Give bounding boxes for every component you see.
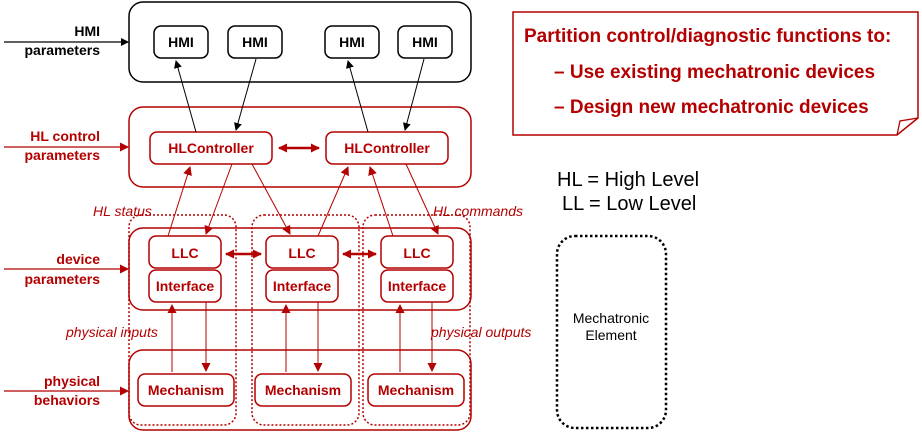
left-labels: HMI parameters HL control parameters dev…: [4, 23, 129, 408]
callout: Partition control/diagnostic functions t…: [512, 11, 919, 136]
hlcontroller-1-label: HLController: [168, 140, 254, 156]
hlcontroller-box-2: [325, 131, 449, 165]
hmi-layer-box: [128, 1, 472, 83]
mechatronic-group-1: [128, 214, 237, 426]
physical-label-line1: physical: [44, 373, 100, 389]
connection-arrows: [167, 58, 439, 372]
llc2-to-hl2-arrow: [317, 166, 349, 237]
llc-1-label: LLC: [171, 245, 198, 261]
llc-box-1: [148, 235, 222, 269]
legend-hl: HL = High Level: [557, 169, 699, 191]
mechatronic-element-box: [555, 234, 668, 430]
callout-line-2: – Use existing mechatronic devices: [554, 62, 875, 83]
hmi-box-2-label: HMI: [242, 34, 268, 50]
interface-3-label: Interface: [388, 278, 447, 294]
hmi-box-1-label: HMI: [168, 34, 194, 50]
hl-status-annotation: HL status: [93, 203, 152, 219]
mechanism-1-label: Mechanism: [148, 382, 224, 398]
interface-box-1: [148, 269, 222, 303]
interface-2-label: Interface: [273, 278, 332, 294]
mechanism-boxes: Mechanism Mechanism Mechanism: [137, 373, 465, 407]
llc1-to-hl1-arrow: [167, 166, 192, 237]
physical-inputs-annotation: physical inputs: [65, 324, 158, 340]
hmi-boxes: HMI HMI HMI HMI: [153, 25, 453, 59]
hl1-to-hmi1-arrow: [174, 60, 197, 133]
callout-line-1: Partition control/diagnostic functions t…: [524, 26, 891, 47]
physical-layer-box: [128, 349, 472, 431]
llc-box-2: [265, 235, 339, 269]
device-boxes: LLC Interface LLC Interface LLC Interfac…: [148, 235, 454, 303]
hmi-label-line2: parameters: [25, 42, 101, 58]
hmi4-to-hl2-arrow: [402, 58, 425, 131]
llc-2-label: LLC: [288, 245, 315, 261]
device-label-line2: parameters: [25, 271, 101, 287]
legend-ll: LL = Low Level: [562, 193, 696, 215]
hl1-to-llc1-arrow: [204, 163, 233, 235]
hmi-box-3: [324, 25, 380, 59]
hlcontroller-box-1: [149, 131, 273, 165]
physical-label-line2: behaviors: [34, 392, 100, 408]
mechatronic-element-line2: Element: [585, 327, 636, 343]
callout-line-3: – Design new mechatronic devices: [554, 97, 869, 118]
physical-outputs-annotation: physical outputs: [430, 324, 531, 340]
mechanism-box-2: [254, 373, 352, 407]
hl-commands-annotation: HL commands: [433, 203, 523, 219]
mechanism-3-label: Mechanism: [378, 382, 454, 398]
mechatronic-group-3: [362, 214, 471, 426]
hl2-to-llc3-arrow: [405, 163, 439, 235]
hl-controllers: HLController HLController: [149, 131, 449, 165]
interface-1-label: Interface: [156, 278, 215, 294]
hl-control-label-line1: HL control: [30, 128, 100, 144]
hl1-to-llc2-arrow: [251, 163, 291, 235]
llc3-to-hl2-arrow: [368, 166, 394, 237]
hl2-to-hmi3-arrow: [346, 60, 369, 133]
mechatronic-group-2: [251, 214, 360, 426]
hlcontroller-2-label: HLController: [344, 140, 430, 156]
hl-control-label-line2: parameters: [25, 147, 101, 163]
llc-3-label: LLC: [403, 245, 430, 261]
mechanism-box-3: [367, 373, 465, 407]
hmi-label-line1: HMI: [74, 23, 100, 39]
hmi2-to-hl1-arrow: [234, 58, 257, 131]
hmi-box-2: [227, 25, 283, 59]
callout-folded-corner: [896, 117, 919, 136]
hmi-box-3-label: HMI: [339, 34, 365, 50]
mechanism-2-label: Mechanism: [265, 382, 341, 398]
llc-box-3: [380, 235, 454, 269]
hl-control-layer-box: [128, 106, 472, 188]
device-label-line1: device: [56, 251, 100, 267]
hmi-box-1: [153, 25, 209, 59]
mechatronic-element-line1: Mechatronic: [573, 310, 649, 326]
hmi-box-4: [397, 25, 453, 59]
mechanism-box-1: [137, 373, 235, 407]
interface-box-2: [265, 269, 339, 303]
hmi-box-4-label: HMI: [412, 34, 438, 50]
interface-box-3: [380, 269, 454, 303]
